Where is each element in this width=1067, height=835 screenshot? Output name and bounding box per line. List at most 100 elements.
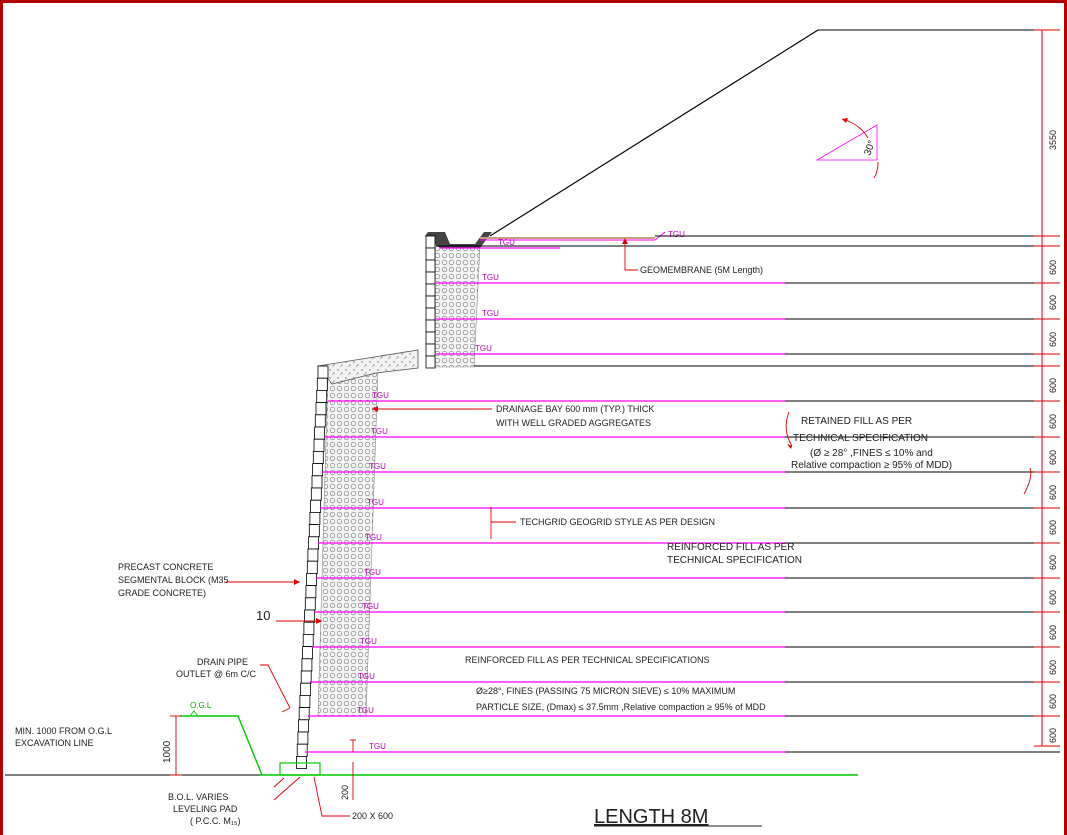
ogl-marker: [189, 710, 199, 717]
tgu-label: TGU: [369, 742, 386, 751]
right-dimension-column: 3550 600 600 600 600 600 600 600 600 600 600 600 600…: [1034, 29, 1060, 747]
bogl-line-3: ( P.C.C. M₁₅): [190, 816, 241, 826]
segmental-block: [310, 499, 322, 513]
tgu-label: TGU: [364, 568, 381, 577]
right-dim-label: 600: [1048, 378, 1058, 393]
tgu-label: TGU: [358, 672, 375, 681]
tgu-label: TGU: [668, 230, 685, 239]
segmental-block: [299, 695, 311, 709]
segmental-block: [300, 670, 312, 684]
leader-lines: [226, 240, 1032, 817]
segmental-block: [298, 719, 309, 733]
segmental-block: [303, 621, 315, 635]
geomembrane-label: GEOMEMBRANE (5M Length): [640, 265, 763, 275]
geogrid-label: TECHGRID GEOGRID STYLE AS PER DESIGN: [520, 517, 715, 527]
leveling-pad: [279, 762, 321, 776]
segmental-block: [316, 377, 328, 391]
retained-fill-line-3: (Ø ≥ 28° ,FINES ≤ 10% and: [810, 448, 933, 459]
segmental-block: [298, 707, 310, 721]
tgu-label: TGU: [371, 427, 388, 436]
upper-drainage-bay: [434, 244, 481, 368]
segmental-block: [425, 355, 436, 369]
right-dim-label: 600: [1048, 520, 1058, 535]
segmental-block: [425, 331, 436, 345]
segmental-block: [310, 487, 322, 501]
segmental-block: [314, 414, 326, 428]
tgu-label: TGU: [367, 498, 384, 507]
right-dim-label: 600: [1048, 555, 1058, 570]
right-dim-label: 600: [1048, 414, 1058, 429]
right-dim-label: 600: [1048, 728, 1058, 743]
lower-segmental-blocks: [296, 365, 329, 770]
dim-1000-text: 1000: [162, 740, 173, 763]
geogrid-layers: TGU TGU TGU TGU TGU TGU TGU TGU TGU TGU TGU TGU TGU T…: [305, 230, 785, 753]
segmental-block: [306, 560, 318, 574]
segmental-block: [313, 438, 325, 452]
right-dim-label: 600: [1048, 590, 1058, 605]
retained-fill-line-1: RETAINED FILL AS PER: [801, 416, 912, 427]
right-dim-label: 600: [1048, 450, 1058, 465]
upper-segmental-blocks: [425, 235, 436, 369]
right-dim-label: 600: [1048, 260, 1058, 275]
segmental-block: [297, 731, 309, 745]
reinforced-fill-line-1: REINFORCED FILL AS PER: [667, 542, 794, 553]
tgu-label: TGU: [482, 309, 499, 318]
excavation-line: [180, 715, 263, 776]
dim-10-label: 10: [256, 608, 270, 623]
segmental-block: [296, 743, 308, 757]
right-dim-label: 600: [1048, 660, 1058, 675]
slope-angle-marker: 30°: [815, 118, 879, 179]
dimension-1000: 1000: [162, 715, 182, 776]
concrete-berm: [317, 349, 419, 385]
tgu-label: TGU: [369, 462, 386, 471]
ogl-label: O.G.L: [190, 701, 212, 710]
right-dim-label: 600: [1048, 485, 1058, 500]
min-excavation-line-1: MIN. 1000 FROM O.G.L: [15, 726, 112, 736]
reinforced-fill-specs: REINFORCED FILL AS PER TECHNICAL SPECIFI…: [465, 655, 710, 665]
bogl-line-2: LEVELING PAD: [173, 804, 238, 814]
segmental-block: [300, 682, 312, 696]
fill-specs-line-2: PARTICLE SIZE, (Dmax) ≤ 37.5mm ,Relative…: [476, 702, 766, 712]
tgu-label: TGU: [482, 273, 499, 282]
tgu-label: TGU: [357, 706, 374, 715]
retained-fill-line-4: Relative compaction ≥ 95% of MDD): [791, 460, 952, 471]
tgu-label: TGU: [475, 344, 492, 353]
segmental-block: [314, 426, 326, 440]
segmental-block: [425, 319, 436, 333]
precast-block-line-3: GRADE CONCRETE): [118, 588, 206, 598]
fill-specs-line-1: Ø≥28°, FINES (PASSING 75 MICRON SIEVE) ≤…: [476, 686, 735, 696]
segmental-block: [305, 585, 317, 599]
segmental-block: [304, 597, 316, 611]
segmental-block: [425, 259, 436, 273]
tgu-label: TGU: [362, 602, 379, 611]
right-dim-label: 600: [1048, 332, 1058, 347]
segmental-block: [308, 524, 320, 538]
segmental-block: [311, 475, 323, 489]
segmental-block: [309, 512, 321, 526]
segmental-block: [425, 283, 436, 297]
min-excavation-line-2: EXCAVATION LINE: [15, 738, 94, 748]
segmental-block: [317, 365, 329, 379]
segmental-block: [302, 634, 314, 648]
tgu-label: TGU: [372, 391, 389, 400]
segmental-block: [425, 271, 436, 285]
drawing-title: LENGTH 8M: [594, 806, 708, 828]
bogl-line-1: B.O.L. VARIES: [168, 792, 228, 802]
layer-boundary-lines: [436, 235, 1060, 753]
slope-angle-label: 30°: [862, 139, 878, 157]
segmental-block: [306, 573, 318, 587]
segmental-block: [425, 307, 436, 321]
segmental-block: [304, 609, 316, 623]
segmental-block: [316, 389, 328, 403]
segmental-block: [302, 646, 314, 660]
segmental-block: [425, 295, 436, 309]
segmental-block: [425, 343, 436, 357]
tgu-label: TGU: [498, 238, 515, 247]
right-dim-label: 3550: [1048, 130, 1058, 150]
segmental-block: [425, 235, 436, 249]
right-dim-label: 600: [1048, 694, 1058, 709]
top-cap: [425, 232, 492, 248]
precast-block-line-1: PRECAST CONCRETE: [118, 562, 213, 572]
